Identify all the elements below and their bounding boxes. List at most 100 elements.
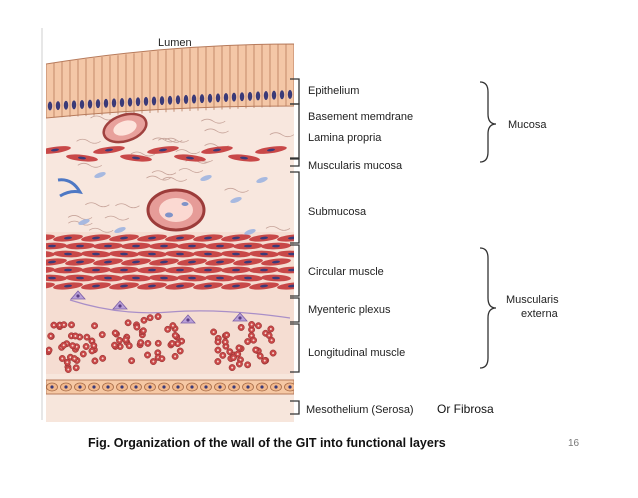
- muscle-nucleus: [104, 260, 112, 264]
- muscle-nucleus: [188, 260, 196, 264]
- muscle-fiber-core: [270, 339, 273, 342]
- plexus-nerve: [69, 299, 291, 319]
- label-basement-membrane: Basement memdrane: [308, 111, 413, 123]
- epithelial-nucleus: [223, 92, 229, 102]
- muscle-nucleus: [148, 252, 156, 256]
- connective-fiber: [158, 137, 183, 143]
- muscle-nucleus: [244, 260, 252, 264]
- epithelial-nucleus: [143, 96, 149, 106]
- muscle-nucleus: [120, 284, 128, 288]
- muscle-nucleus: [188, 276, 196, 280]
- muscle-fiber-core: [146, 354, 149, 357]
- muscle-fiber-core: [101, 357, 104, 360]
- connective-fiber: [175, 149, 201, 155]
- mesothelial-nucleus: [246, 385, 250, 389]
- epithelial-nucleus: [95, 99, 101, 109]
- label-mesothelium: Mesothelium (Serosa): [306, 404, 414, 416]
- muscle-fiber-core: [75, 366, 78, 369]
- muscle-nucleus: [260, 284, 268, 288]
- muscle-nucleus: [64, 252, 72, 256]
- bracket-lamina: [290, 103, 300, 159]
- fibroblast: [200, 174, 212, 182]
- muscle-fiber-core: [257, 324, 260, 327]
- muscle-fiber-core: [73, 357, 76, 360]
- connective-fiber: [151, 170, 177, 176]
- bracket-circular: [290, 244, 300, 297]
- muscle-fiber-core: [101, 333, 104, 336]
- muscle-nucleus: [288, 252, 294, 256]
- muscle-fiber-core: [93, 324, 96, 327]
- muscle-fiber-core: [75, 345, 78, 348]
- connective-fiber: [269, 132, 294, 138]
- connective-fiber: [76, 138, 101, 144]
- muscle-nucleus: [213, 148, 221, 152]
- epithelial-nucleus: [71, 100, 77, 110]
- muscle-fiber-core: [250, 328, 253, 331]
- muscle-fiber-core: [254, 348, 257, 351]
- muscle-nucleus: [76, 244, 84, 248]
- muscle-nucleus: [204, 268, 212, 272]
- muscle-nucleus: [36, 253, 44, 256]
- muscle-fiber-core: [239, 358, 242, 361]
- muscle-nucleus: [288, 236, 294, 240]
- muscle-nucleus: [244, 244, 252, 248]
- epithelium-nuclei: [47, 89, 293, 111]
- bracket-mesothelium: [290, 400, 300, 415]
- bracket-plexus: [290, 297, 300, 323]
- muscle-nucleus: [148, 236, 156, 240]
- group-label-externa: externa: [521, 308, 559, 320]
- muscle-fiber-core: [216, 360, 219, 363]
- muscle-nucleus: [232, 268, 240, 272]
- muscle-nucleus: [267, 148, 275, 152]
- connective-fiber: [115, 203, 140, 209]
- muscle-nucleus: [64, 268, 72, 272]
- muscle-fiber-core: [135, 326, 138, 329]
- epithelial-nucleus: [287, 89, 293, 99]
- circular-muscle-fiber: [46, 266, 55, 274]
- muscle-nucleus: [36, 284, 44, 287]
- muscle-fiber-core: [119, 345, 122, 348]
- muscle-fiber-core: [90, 340, 93, 343]
- muscle-fiber-core: [128, 344, 131, 347]
- mesothelial-nucleus: [204, 385, 208, 389]
- connective-fiber: [200, 118, 226, 124]
- epithelial-nucleus: [55, 101, 61, 111]
- fibroblast: [256, 176, 268, 184]
- connective-fiber: [130, 151, 156, 157]
- muscle-fiber-core: [157, 342, 160, 345]
- circular-muscle-fiber: [46, 250, 55, 258]
- muscle-fiber-core: [221, 354, 224, 357]
- epithelial-nucleus: [103, 98, 109, 108]
- mesothelial-nucleus: [232, 385, 236, 389]
- muscle-fiber-core: [70, 334, 73, 337]
- muscle-nucleus: [105, 148, 113, 152]
- submucosa-cells: [78, 171, 268, 236]
- muscle-nucleus: [204, 252, 212, 256]
- muscle-fiber-core: [127, 321, 130, 324]
- epithelial-nucleus: [199, 94, 205, 104]
- muscle-nucleus: [160, 244, 168, 248]
- bracket-longitudinal: [290, 323, 300, 373]
- mesothelial-nucleus: [162, 385, 166, 389]
- submucosa-lymphatic: [57, 178, 83, 198]
- group-braces: [479, 81, 497, 369]
- epithelial-nucleus: [63, 100, 69, 110]
- neuron-nucleus: [76, 294, 80, 298]
- muscle-nucleus: [120, 252, 128, 256]
- fibroblast: [230, 196, 242, 204]
- muscle-nucleus: [132, 244, 140, 248]
- muscle-nucleus: [176, 236, 184, 240]
- muscle-fiber-core: [142, 329, 145, 332]
- connective-fiber: [224, 187, 249, 193]
- longitudinal-muscle-fiber: [38, 350, 44, 356]
- muscle-nucleus: [260, 236, 268, 240]
- epithelial-nucleus: [183, 94, 189, 104]
- muscle-fiber-core: [124, 338, 127, 341]
- muscle-fiber-core: [113, 344, 116, 347]
- muscle-fiber-core: [272, 352, 275, 355]
- muscle-fiber-core: [146, 342, 149, 345]
- muscle-fiber-core: [92, 344, 95, 347]
- muscle-fiber-core: [152, 360, 155, 363]
- connective-fiber: [85, 202, 110, 208]
